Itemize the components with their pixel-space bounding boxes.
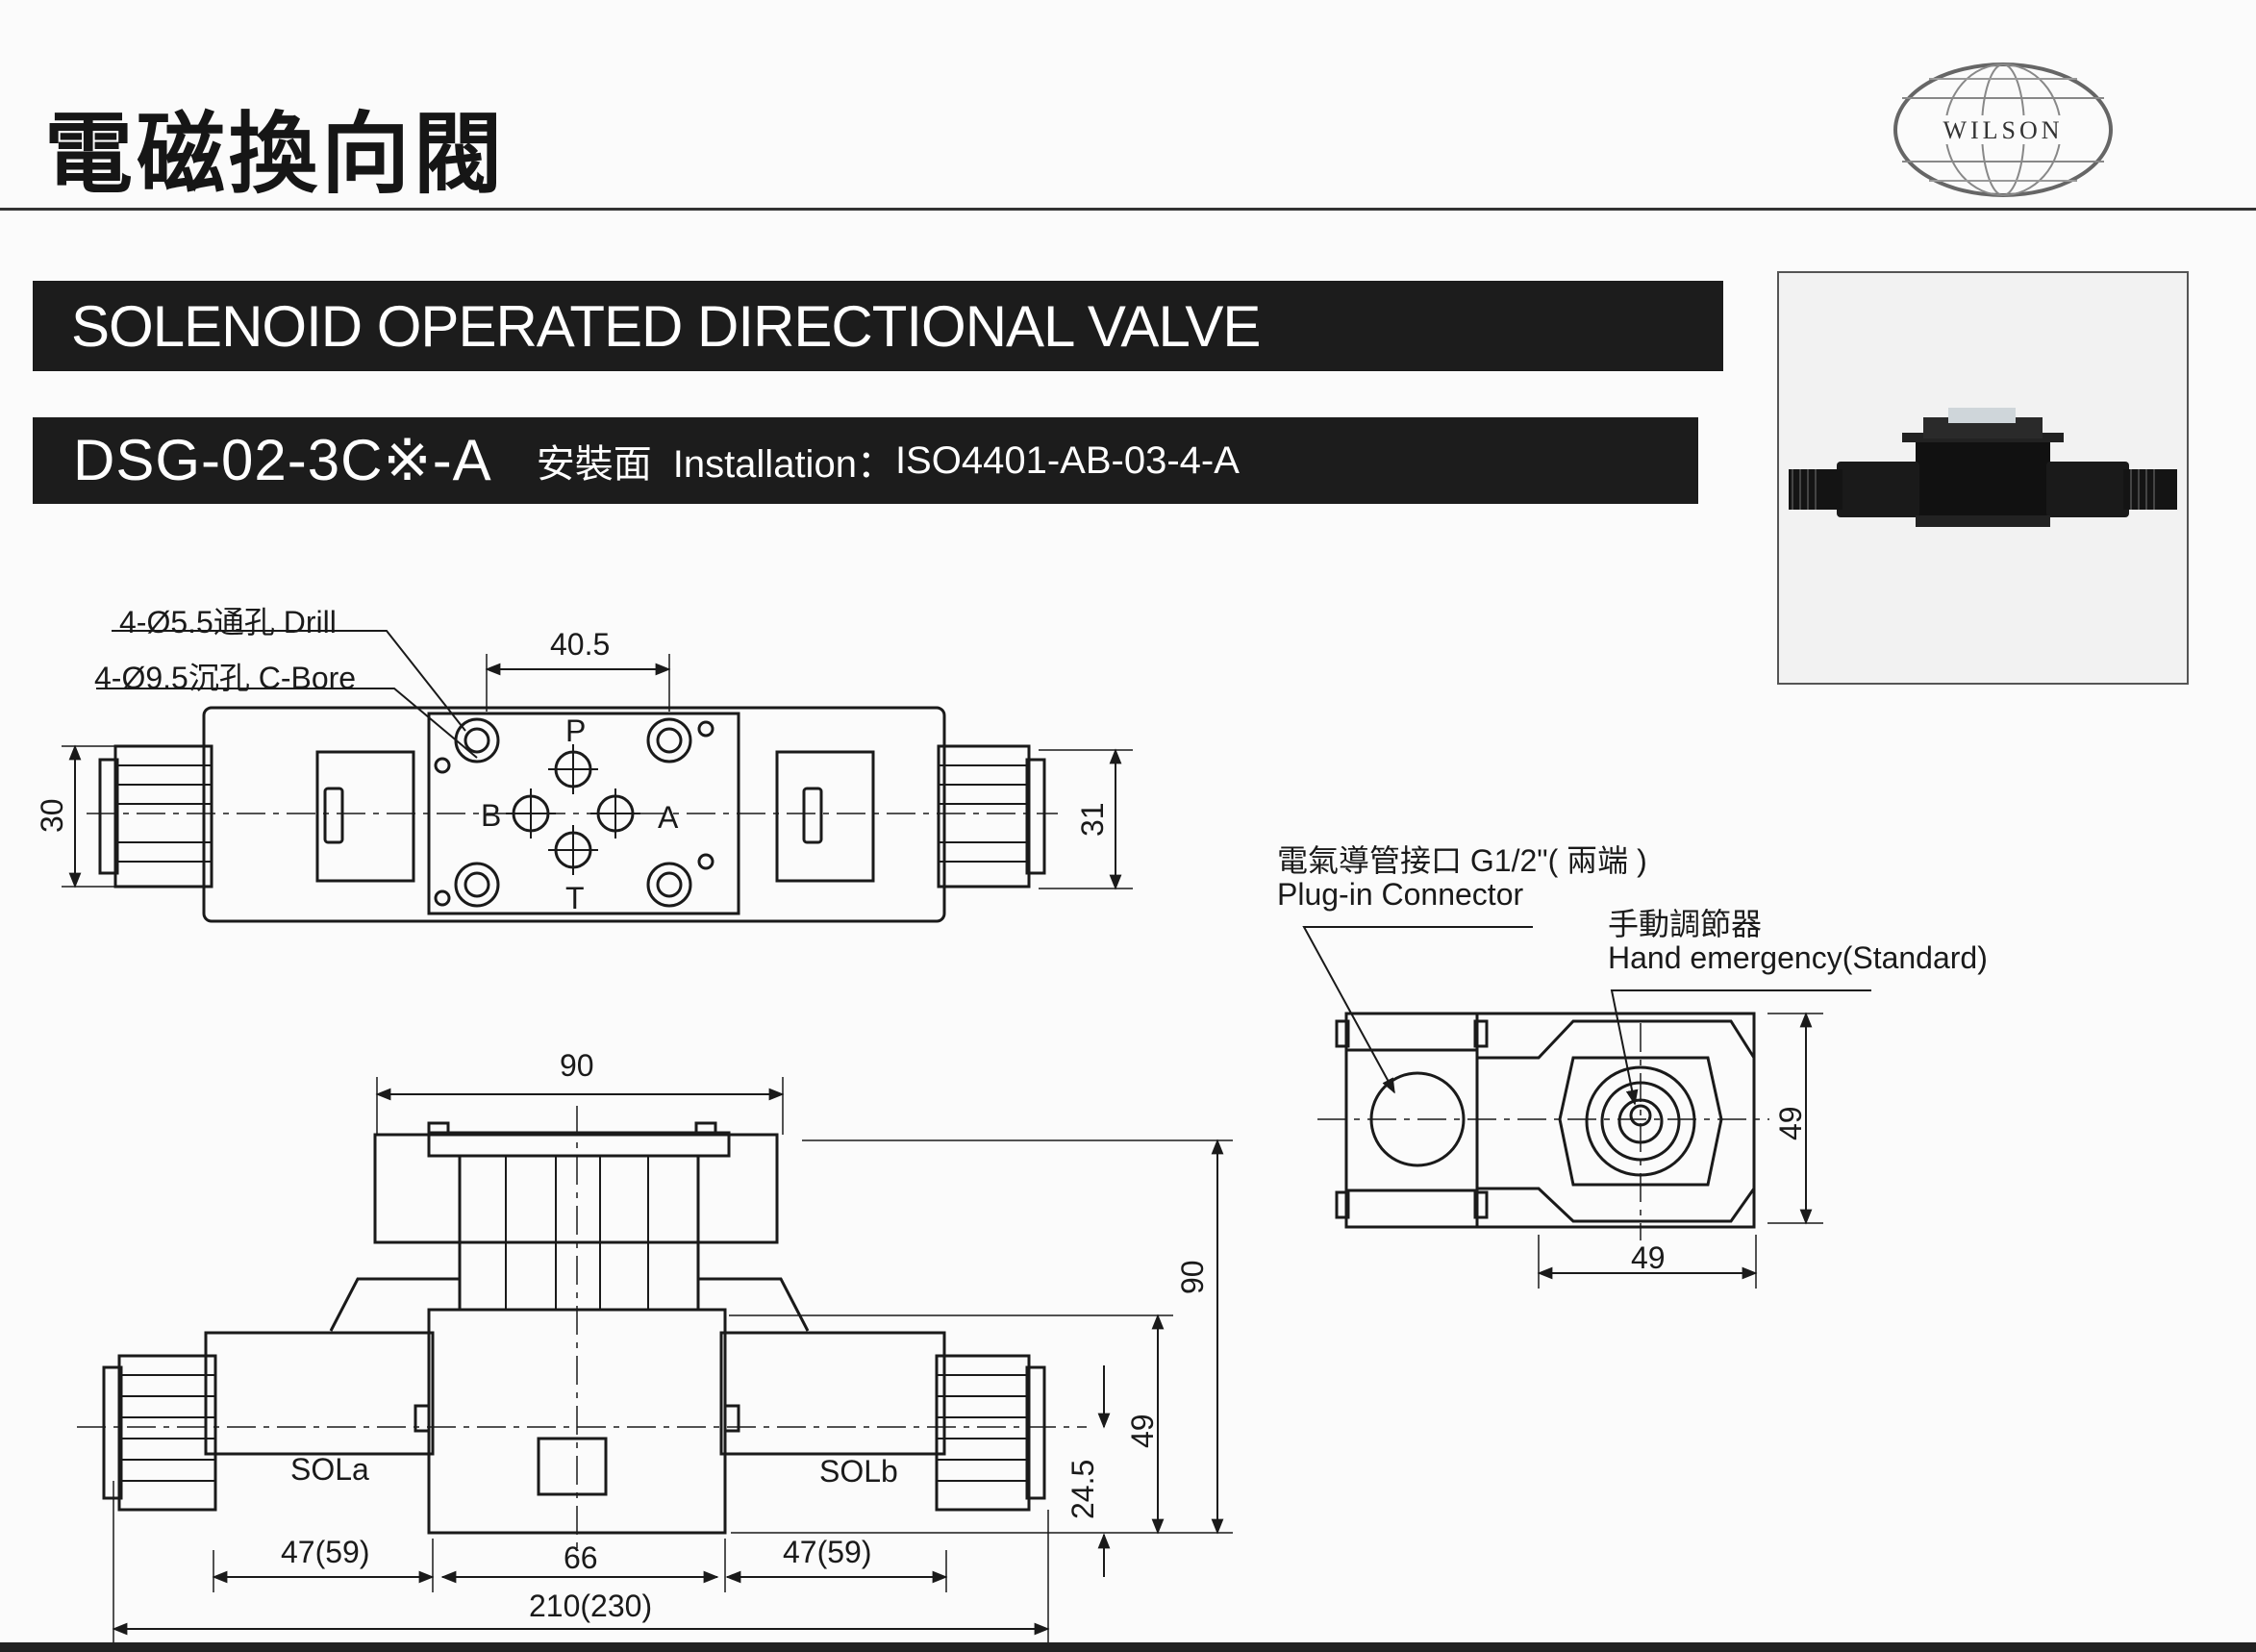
side-dim-width: 49 bbox=[1631, 1240, 1666, 1275]
valve-photo-illustration bbox=[1779, 273, 2187, 683]
dim-right-coil: 47(59) bbox=[783, 1535, 872, 1569]
drill-label: 4-Ø5.5通孔 Drill bbox=[119, 605, 337, 639]
dim-total-length: 210(230) bbox=[529, 1589, 653, 1623]
product-name-band: SOLENOID OPERATED DIRECTIONAL VALVE bbox=[33, 281, 1723, 371]
manual-label-en: Hand emergency(Standard) bbox=[1608, 940, 1988, 975]
side-view bbox=[1302, 926, 1871, 1289]
bottom-rule bbox=[0, 1642, 2256, 1652]
dim-body: 66 bbox=[564, 1540, 598, 1575]
connector-label-zh: 電氣導管接口 G1/2"( 兩端 ) bbox=[1277, 843, 1647, 878]
port-p-label: P bbox=[565, 713, 587, 748]
dim-top-width: 90 bbox=[560, 1048, 594, 1083]
dim-height-right: 31 bbox=[1075, 802, 1110, 837]
logo-text: WILSON bbox=[1943, 116, 2063, 144]
page-title: 電磁換向閥 bbox=[44, 103, 507, 206]
wilson-logo: WILSON bbox=[1893, 63, 2113, 197]
install-label-en: Installation： bbox=[672, 443, 895, 486]
connector-label-en: Plug-in Connector bbox=[1277, 877, 1524, 912]
dim-port-spacing: 40.5 bbox=[550, 627, 611, 662]
side-dim-height: 49 bbox=[1773, 1106, 1808, 1140]
model-code: DSG-02-3C※-A bbox=[73, 428, 492, 492]
dim-center-height: 24.5 bbox=[1065, 1459, 1100, 1519]
dim-left-coil: 47(59) bbox=[281, 1535, 370, 1569]
dim-height-left: 30 bbox=[35, 798, 69, 833]
header-rule bbox=[0, 208, 2256, 211]
manual-label-zh: 手動調節器 bbox=[1608, 907, 1763, 941]
port-b-label: B bbox=[481, 798, 502, 833]
install-label-zh: 安裝面 bbox=[536, 443, 652, 486]
sol-b-label: SOLb bbox=[819, 1454, 898, 1489]
dim-coil-height: 49 bbox=[1125, 1414, 1160, 1448]
cbore-label: 4-Ø9.5沉孔 C-Bore bbox=[94, 661, 357, 695]
dim-total-height: 90 bbox=[1175, 1260, 1210, 1294]
top-view bbox=[62, 630, 1133, 923]
model-band: DSG-02-3C※-A 安裝面 Installation： ISO4401-A… bbox=[33, 417, 1698, 504]
sol-a-label: SOLa bbox=[290, 1452, 369, 1487]
install-value: ISO4401-AB-03-4-A bbox=[894, 438, 1240, 482]
port-a-label: A bbox=[658, 800, 679, 835]
front-view bbox=[77, 1077, 1233, 1646]
product-photo bbox=[1777, 271, 2189, 685]
product-name: SOLENOID OPERATED DIRECTIONAL VALVE bbox=[71, 293, 1261, 359]
port-t-label: T bbox=[565, 881, 585, 915]
